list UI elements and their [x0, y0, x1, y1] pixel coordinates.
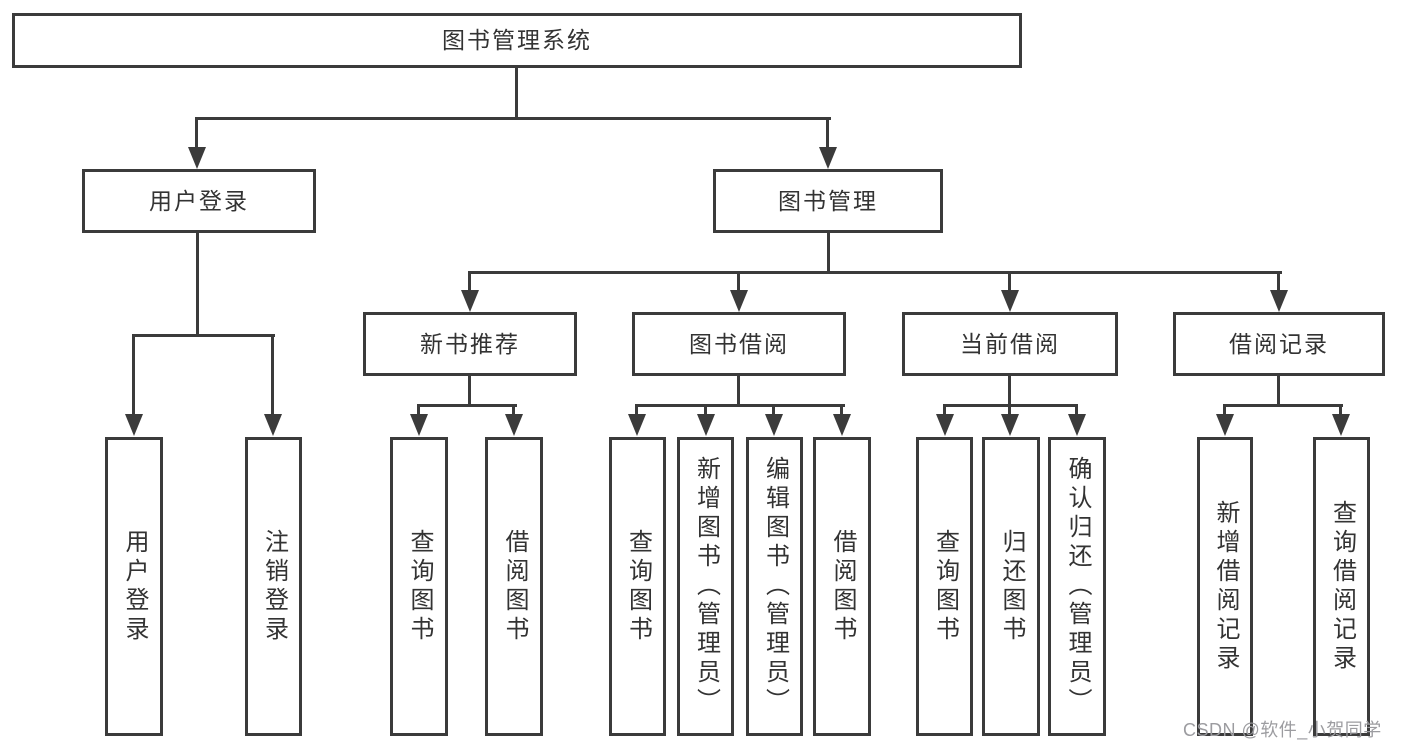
connector-stem-line: [1277, 375, 1280, 406]
arrowhead-down-icon: [1001, 290, 1019, 312]
leaf-add-borrow-record: 新增借阅记录: [1197, 437, 1253, 736]
connector-rail-line: [635, 404, 845, 407]
connector-arrow-line: [704, 404, 707, 416]
arrowhead-down-icon: [264, 414, 282, 436]
arrowhead-down-icon: [765, 414, 783, 436]
arrowhead-down-icon: [125, 414, 143, 436]
node-book-borrow: 图书借阅: [632, 312, 846, 376]
connector-arrow-line: [826, 117, 829, 150]
node-current-borrow: 当前借阅: [902, 312, 1118, 376]
arrowhead-down-icon: [188, 147, 206, 169]
connector-stem-line: [196, 231, 199, 336]
arrowhead-down-icon: [1332, 414, 1350, 436]
arrowhead-down-icon: [1001, 414, 1019, 436]
leaf-query-books-recommend: 查询图书: [390, 437, 448, 736]
connector-arrow-line: [737, 271, 740, 292]
arrowhead-down-icon: [833, 414, 851, 436]
connector-arrow-line: [943, 404, 946, 416]
connector-arrow-line: [1223, 404, 1226, 416]
arrowhead-down-icon: [730, 290, 748, 312]
connector-arrow-line: [1277, 271, 1280, 292]
node-book-management: 图书管理: [713, 169, 943, 233]
connector-stem-line: [515, 66, 518, 119]
node-library-system-root: 图书管理系统: [12, 13, 1022, 68]
arrowhead-down-icon: [410, 414, 428, 436]
connector-arrow-line: [1075, 404, 1078, 416]
connector-arrow-line: [1008, 404, 1011, 416]
leaf-borrow-books-recommend: 借阅图书: [485, 437, 543, 736]
connector-arrow-line: [271, 334, 274, 416]
connector-arrow-line: [195, 117, 198, 150]
arrowhead-down-icon: [1270, 290, 1288, 312]
leaf-query-books-borrow: 查询图书: [609, 437, 666, 736]
arrowhead-down-icon: [1068, 414, 1086, 436]
connector-arrow-line: [468, 271, 471, 292]
connector-stem-line: [468, 375, 471, 406]
leaf-user-login: 用户登录: [105, 437, 163, 736]
node-user-login: 用户登录: [82, 169, 316, 233]
connector-stem-line: [737, 375, 740, 406]
arrowhead-down-icon: [628, 414, 646, 436]
connector-rail-line: [468, 271, 1282, 274]
csdn-watermark: CSDN @软件_小贺同学: [1183, 720, 1382, 740]
connector-arrow-line: [1008, 271, 1011, 292]
arrowhead-down-icon: [697, 414, 715, 436]
node-new-book-recommend: 新书推荐: [363, 312, 577, 376]
connector-arrow-line: [1339, 404, 1342, 416]
arrowhead-down-icon: [936, 414, 954, 436]
leaf-query-borrow-record: 查询借阅记录: [1313, 437, 1370, 736]
leaf-return-book: 归还图书: [982, 437, 1040, 736]
arrowhead-down-icon: [461, 290, 479, 312]
connector-arrow-line: [132, 334, 135, 416]
leaf-borrow-books: 借阅图书: [813, 437, 871, 736]
leaf-edit-book-admin: 编辑图书（管理员）: [746, 437, 803, 736]
leaf-confirm-return-admin: 确认归还（管理员）: [1048, 437, 1106, 736]
connector-arrow-line: [635, 404, 638, 416]
connector-arrow-line: [772, 404, 775, 416]
arrowhead-down-icon: [819, 147, 837, 169]
connector-rail-line: [196, 117, 831, 120]
arrowhead-down-icon: [505, 414, 523, 436]
connector-arrow-line: [840, 404, 843, 416]
connector-arrow-line: [417, 404, 420, 416]
leaf-query-books-current: 查询图书: [916, 437, 973, 736]
leaf-add-book-admin: 新增图书（管理员）: [677, 437, 734, 736]
leaf-logout: 注销登录: [245, 437, 302, 736]
connector-stem-line: [827, 231, 830, 273]
connector-rail-line: [1223, 404, 1343, 407]
connector-stem-line: [1008, 375, 1011, 406]
arrowhead-down-icon: [1216, 414, 1234, 436]
node-borrow-records: 借阅记录: [1173, 312, 1385, 376]
connector-rail-line: [417, 404, 517, 407]
connector-arrow-line: [512, 404, 515, 416]
connector-rail-line: [132, 334, 275, 337]
